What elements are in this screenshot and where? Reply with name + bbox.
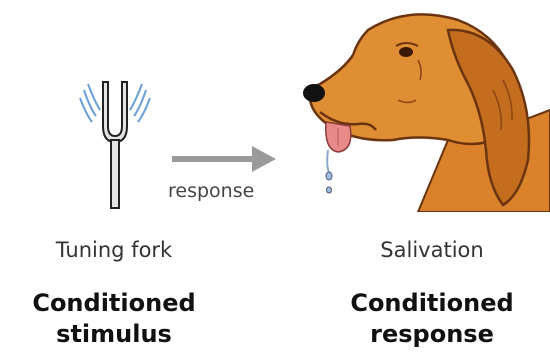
arrow-label: response (168, 180, 254, 202)
heading-line: Conditioned (4, 288, 224, 319)
tuning-fork-caption: Tuning fork (14, 238, 214, 262)
dog-illustration (298, 0, 550, 212)
heading-line: Conditioned (322, 288, 542, 319)
arrow-right-icon (168, 140, 283, 180)
heading-line: stimulus (4, 319, 224, 350)
heading-line: response (322, 319, 542, 350)
conditioned-response-heading: Conditioned response (322, 288, 542, 350)
conditioned-stimulus-heading: Conditioned stimulus (4, 288, 224, 350)
tuning-fork-icon (70, 70, 160, 220)
salivation-caption: Salivation (332, 238, 532, 262)
